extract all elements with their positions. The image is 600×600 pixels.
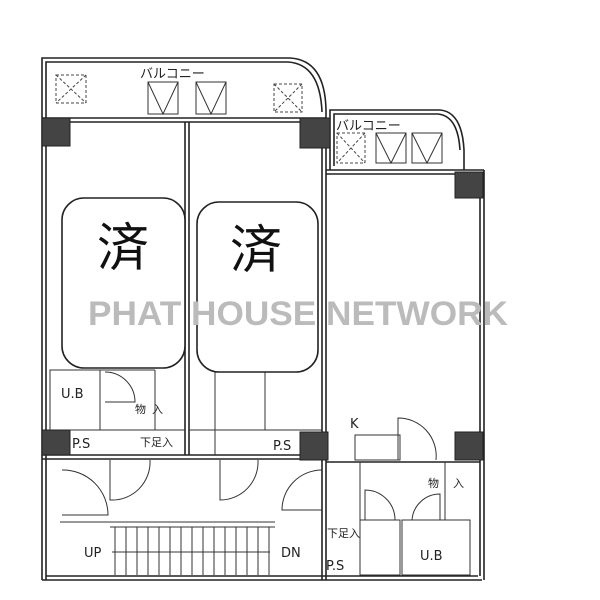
stairs-down-label: DN [281,546,301,561]
balcony-label-left: バルコニー [140,67,205,82]
unit-bath-left: U.B [61,387,84,402]
storage-right: 物入 [428,476,478,490]
kitchen-label: K [350,417,359,432]
pipe-space-2: P.S [273,439,291,454]
pipe-space-1: P.S [72,437,90,452]
walls [41,57,485,581]
balcony-label-right: バルコニー [336,119,401,134]
watermark: PHAT HOUSE NETWORK [88,295,508,333]
shoe-cabinet-left: 下足入 [140,436,173,449]
doors [61,371,441,521]
storage-left: 物入 [135,402,169,416]
stairs-up-label: UP [84,546,102,561]
unit-bath-right: U.B [420,549,443,564]
ac-units [55,74,443,165]
stamp-right: 済 [230,221,282,281]
pipe-space-3: P.S [326,559,344,574]
stamp-frame-left [61,197,186,369]
pillars [41,117,484,461]
stamp-frame-right [196,201,319,373]
stair-treads [112,527,270,575]
stamp-left: 済 [97,219,149,279]
shoe-cabinet-right: 下足入 [327,527,360,540]
